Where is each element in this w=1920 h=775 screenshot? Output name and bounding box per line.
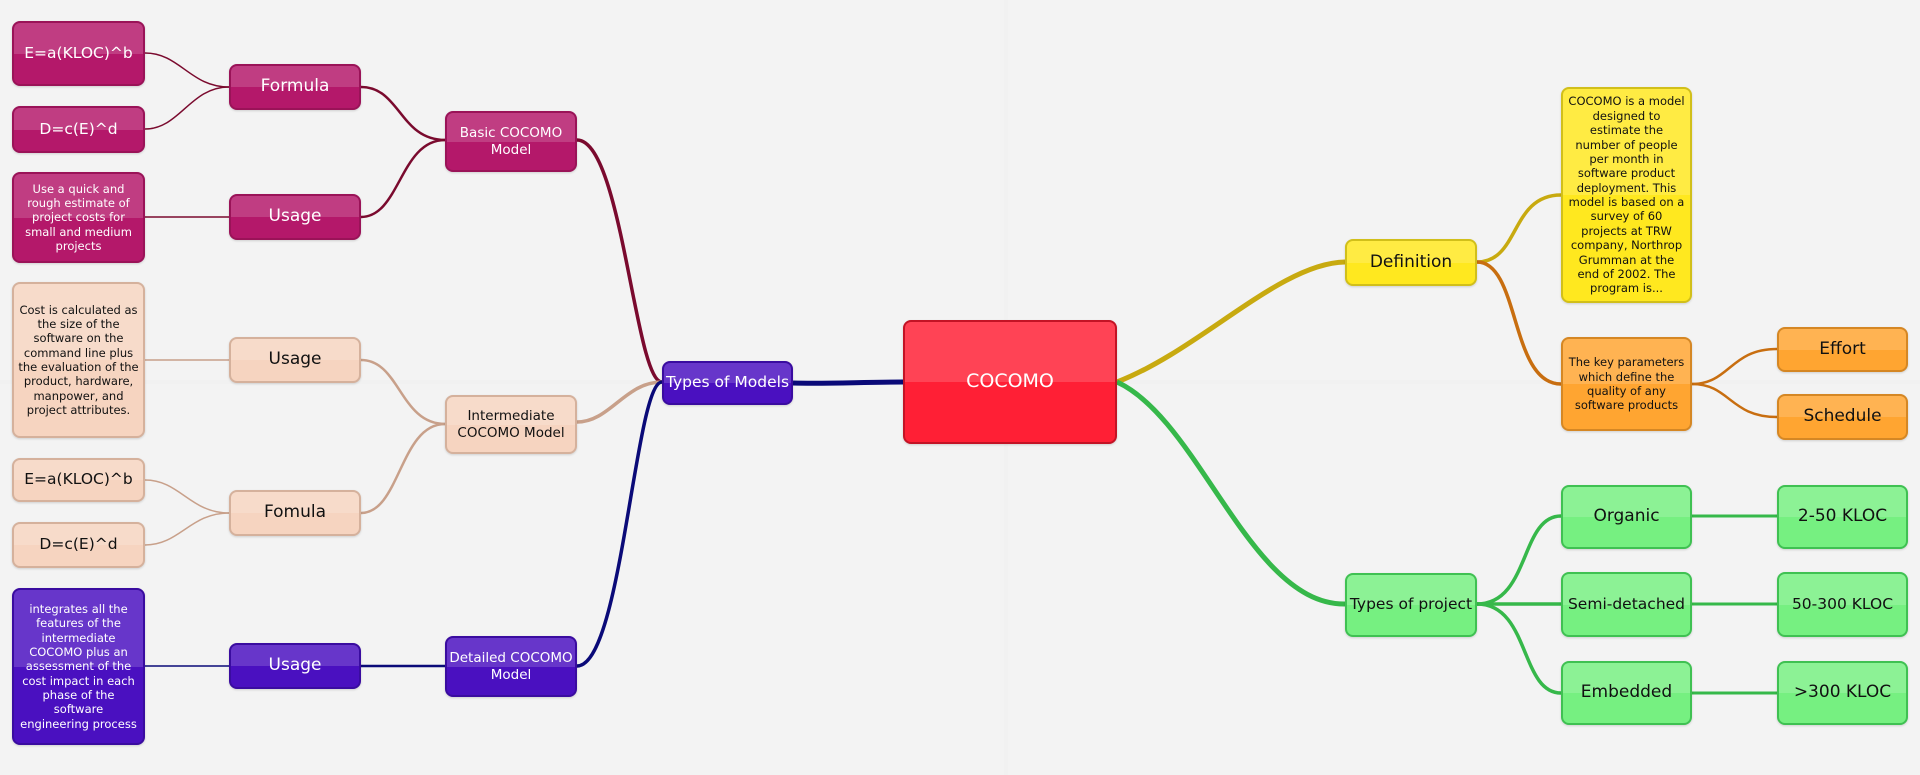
node-detailed-usage-label: Usage [268, 655, 322, 676]
project-type-name: Embedded [1580, 682, 1673, 703]
node-detailed-label: Detailed COCOMO Model [449, 649, 573, 683]
formula-text: D=c(E)^d [39, 119, 118, 138]
node-intermediate-cocomo-model[interactable]: Intermediate COCOMO Model [445, 395, 577, 454]
link-root-to-definition [1116, 259, 1346, 385]
node-basic-formula-label: Formula [260, 76, 330, 97]
node-intermediate-usage-label: Usage [268, 349, 322, 370]
node-definition[interactable]: Definition [1345, 239, 1477, 286]
node-types-of-project-label: Types of project [1349, 595, 1473, 614]
usage-note-text: Cost is calculated as the size of the so… [18, 302, 139, 418]
link-basic-to-usage [360, 138, 446, 219]
usage-note-text: integrates all the features of the inter… [20, 601, 137, 731]
node-definition-label: Definition [1369, 251, 1453, 272]
node-detailed-usage[interactable]: Usage [229, 643, 361, 689]
link-fomula-to-item-2 [144, 512, 230, 546]
link-key-params-to-effort [1691, 347, 1778, 386]
definition-text: COCOMO is a model designed to estimate t… [1568, 94, 1685, 296]
node-intermediate-usage-note[interactable]: Cost is calculated as the size of the so… [12, 282, 145, 438]
node-basic-usage-label: Usage [268, 206, 322, 227]
formula-text: E=a(KLOC)^b [24, 43, 133, 62]
link-types-project-to-organic [1476, 514, 1562, 606]
link-basic-to-formula [360, 85, 446, 142]
node-types-of-models-label: Types of Models [665, 373, 790, 392]
formula-text: D=c(E)^d [39, 535, 118, 554]
node-intermediate-formula-item[interactable]: D=c(E)^d [12, 522, 145, 568]
link-types-to-basic [576, 138, 663, 384]
project-type-name: Semi-detached [1567, 594, 1686, 613]
project-type-size: 50-300 KLOC [1791, 594, 1894, 613]
node-types-of-models[interactable]: Types of Models [662, 361, 793, 405]
node-definition-text[interactable]: COCOMO is a model designed to estimate t… [1561, 87, 1692, 303]
node-intermediate-fomula[interactable]: Fomula [229, 490, 361, 536]
node-effort[interactable]: Effort [1777, 327, 1908, 372]
node-basic-formula-item[interactable]: E=a(KLOC)^b [12, 21, 145, 86]
project-type-name: Organic [1593, 506, 1660, 527]
node-basic-usage-note[interactable]: Use a quick and rough estimate of projec… [12, 172, 145, 263]
node-intermediate-usage[interactable]: Usage [229, 337, 361, 383]
link-definition-to-key-params [1476, 260, 1562, 386]
link-root-to-types-of-models [792, 379, 904, 386]
node-schedule-label: Schedule [1803, 406, 1882, 427]
node-intermediate-label: Intermediate COCOMO Model [457, 407, 565, 441]
link-formula-to-item-1 [144, 52, 230, 88]
link-root-to-types-of-project [1115, 379, 1346, 607]
node-intermediate-fomula-label: Fomula [263, 502, 327, 523]
link-intermediate-to-usage [360, 358, 446, 426]
key-parameters-text: The key parameters which define the qual… [1568, 355, 1685, 413]
node-effort-label: Effort [1819, 338, 1866, 359]
project-type-size: >300 KLOC [1793, 682, 1892, 703]
link-types-to-detailed [576, 380, 663, 668]
root-node-label: COCOMO [966, 370, 1054, 393]
node-basic-formula[interactable]: Formula [229, 64, 361, 110]
project-type-size: 2-50 KLOC [1797, 506, 1888, 527]
link-types-to-intermediate [576, 380, 663, 424]
node-key-parameters[interactable]: The key parameters which define the qual… [1561, 337, 1692, 431]
node-schedule[interactable]: Schedule [1777, 394, 1908, 440]
node-project-size-embedded[interactable]: >300 KLOC [1777, 661, 1908, 725]
formula-text: E=a(KLOC)^b [24, 470, 133, 489]
link-formula-to-item-2 [144, 86, 230, 130]
node-project-size-semi-detached[interactable]: 50-300 KLOC [1777, 572, 1908, 637]
background-panel [1008, 0, 1920, 380]
root-node-cocomo[interactable]: COCOMO [903, 320, 1117, 444]
link-intermediate-to-formula [360, 422, 446, 515]
node-basic-formula-item[interactable]: D=c(E)^d [12, 106, 145, 153]
link-types-project-to-embedded [1476, 602, 1562, 695]
link-key-params-to-schedule [1691, 382, 1778, 419]
node-types-of-project[interactable]: Types of project [1345, 573, 1477, 637]
node-project-size-organic[interactable]: 2-50 KLOC [1777, 485, 1908, 549]
node-intermediate-formula-item[interactable]: E=a(KLOC)^b [12, 458, 145, 502]
node-detailed-cocomo-model[interactable]: Detailed COCOMO Model [445, 636, 577, 697]
background-panel [0, 0, 1004, 380]
node-basic-cocomo-model[interactable]: Basic COCOMO Model [445, 111, 577, 172]
node-basic-usage[interactable]: Usage [229, 194, 361, 240]
link-fomula-to-item-1 [144, 479, 230, 514]
node-project-type-semi-detached[interactable]: Semi-detached [1561, 572, 1692, 637]
node-project-type-organic[interactable]: Organic [1561, 485, 1692, 549]
node-project-type-embedded[interactable]: Embedded [1561, 661, 1692, 725]
usage-note-text: Use a quick and rough estimate of projec… [25, 181, 132, 254]
node-basic-label: Basic COCOMO Model [459, 124, 563, 158]
link-definition-to-text [1476, 193, 1562, 264]
node-detailed-usage-note[interactable]: integrates all the features of the inter… [12, 588, 145, 745]
